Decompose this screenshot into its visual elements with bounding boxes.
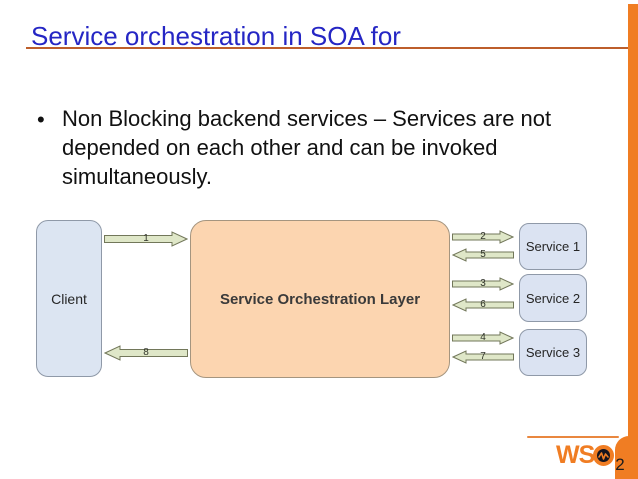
flow-arrow-3-right: 3 xyxy=(452,277,514,291)
client-box-label: Client xyxy=(51,290,87,307)
service-2-label: Service 2 xyxy=(525,290,581,306)
arrow-label: 1 xyxy=(143,233,149,244)
bullet-text-line-1: Non Blocking backend services – Services… xyxy=(62,106,552,131)
left-arrow-icon xyxy=(452,350,514,364)
left-arrow-icon xyxy=(104,345,188,361)
flow-arrow-6-left: 6 xyxy=(452,298,514,312)
logo-subscript: 2 xyxy=(615,455,625,474)
bottom-accent-curve xyxy=(615,436,638,479)
orchestration-layer-box: Service Orchestration Layer xyxy=(190,220,450,378)
right-arrow-icon xyxy=(452,230,514,244)
right-arrow-icon xyxy=(104,231,188,247)
client-box: Client xyxy=(36,220,102,377)
service-3-label: Service 3 xyxy=(525,345,581,360)
title-underline xyxy=(26,47,628,49)
arrow-label: 4 xyxy=(480,332,486,343)
flow-arrow-5-left: 5 xyxy=(452,248,514,262)
flow-arrow-2-right: 2 xyxy=(452,230,514,244)
service-1-box: Service 1 xyxy=(519,223,587,270)
left-arrow-icon xyxy=(452,298,514,312)
right-arrow-icon xyxy=(452,277,514,291)
logo-pulse-icon xyxy=(598,451,610,460)
arrow-label: 6 xyxy=(480,299,486,310)
right-arrow-icon xyxy=(452,331,514,345)
flow-arrow-7-left: 7 xyxy=(452,350,514,364)
arrow-label: 3 xyxy=(480,278,486,289)
arrow-label: 7 xyxy=(480,351,486,362)
wso2-logo: WS 2 xyxy=(556,442,625,476)
flow-arrow-8-left: 8 xyxy=(104,345,188,361)
arrow-label: 2 xyxy=(480,231,486,242)
bottom-accent-line xyxy=(527,436,619,438)
bullet-text: Non Blocking backend services – Services… xyxy=(62,104,622,191)
bullet-marker: • xyxy=(37,107,45,132)
arrow-label: 5 xyxy=(480,249,486,260)
service-1-label: Service 1 xyxy=(525,239,581,254)
right-accent-bar xyxy=(628,4,638,479)
service-3-box: Service 3 xyxy=(519,329,587,376)
flow-arrow-1-right: 1 xyxy=(104,231,188,247)
orchestration-layer-label: Service Orchestration Layer xyxy=(219,290,421,308)
flow-arrow-4-right: 4 xyxy=(452,331,514,345)
logo-o-circle-icon xyxy=(593,445,615,466)
logo-ws-text: WS xyxy=(556,441,595,469)
slide-title: Service orchestration in SOA for xyxy=(31,21,401,51)
bullet-text-line-2: depended on each other and can be invoke… xyxy=(62,135,498,160)
service-2-box: Service 2 xyxy=(519,274,587,322)
arrow-label: 8 xyxy=(143,347,149,358)
left-arrow-icon xyxy=(452,248,514,262)
bullet-text-line-3: simultaneously. xyxy=(62,164,212,189)
